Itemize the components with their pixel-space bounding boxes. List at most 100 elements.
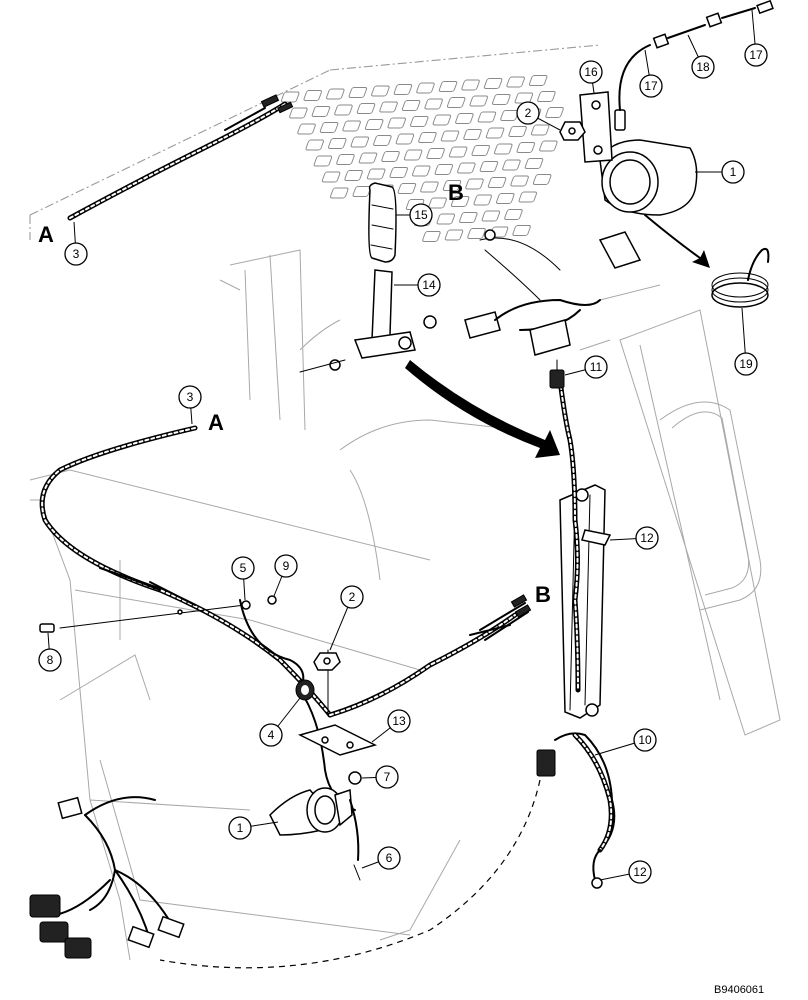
callout-circle xyxy=(721,160,745,184)
grid-square xyxy=(444,229,464,241)
grid-square xyxy=(438,81,458,92)
grid-square xyxy=(485,127,505,139)
section-label-b-top: B xyxy=(448,180,464,205)
grid-square xyxy=(524,158,544,169)
callout-number: 5 xyxy=(240,561,247,575)
grid-square xyxy=(473,194,492,206)
callout-2: 2 xyxy=(329,585,364,651)
callout-number: 4 xyxy=(268,728,275,742)
section-labels: A A B B xyxy=(38,180,551,607)
callout-number: 1 xyxy=(730,165,737,179)
grid-square xyxy=(393,84,413,95)
callout-circle xyxy=(579,60,603,84)
grid-square xyxy=(530,124,550,136)
callout-number: 7 xyxy=(384,770,391,784)
grid-square xyxy=(516,142,536,153)
grid-square xyxy=(313,155,333,167)
callout-number: 3 xyxy=(73,247,80,261)
callout-number: 1 xyxy=(237,821,244,835)
grid-square xyxy=(334,104,353,116)
grid-square xyxy=(356,103,376,114)
callout-17: 17 xyxy=(744,9,768,67)
callout-circle xyxy=(516,101,540,125)
grid-square xyxy=(330,187,349,199)
callout-1: 1 xyxy=(695,160,745,184)
callout-circle xyxy=(409,203,433,227)
callout-number: 10 xyxy=(638,733,652,747)
callout-number: 2 xyxy=(525,106,532,120)
callout-circle xyxy=(639,74,663,98)
grid-square xyxy=(328,138,347,149)
grid-square xyxy=(289,107,308,119)
callout-circle xyxy=(375,765,399,789)
grid-square xyxy=(379,101,398,113)
grid-square xyxy=(311,106,331,117)
switch-panel-grid xyxy=(280,75,564,242)
grid-square xyxy=(469,95,488,107)
grid-square xyxy=(326,88,345,100)
callout-4: 4 xyxy=(259,697,301,747)
grid-square xyxy=(537,91,556,102)
grid-square xyxy=(518,191,538,203)
grid-square xyxy=(545,107,564,118)
callout-2: 2 xyxy=(516,101,561,131)
vertical-harness-bracket xyxy=(549,359,612,719)
callout-6: 6 xyxy=(361,846,401,870)
callout-number: 11 xyxy=(590,360,603,374)
callout-circle xyxy=(691,55,715,79)
grid-square xyxy=(450,196,470,207)
grid-square xyxy=(459,212,478,223)
callout-14: 14 xyxy=(394,273,441,297)
grid-square xyxy=(483,78,503,89)
callout-number: 19 xyxy=(739,357,753,371)
grid-square xyxy=(471,145,490,156)
grid-square xyxy=(502,159,521,171)
callout-15: 15 xyxy=(396,203,433,227)
callout-circle xyxy=(259,723,283,747)
cab-frame-outline xyxy=(29,44,781,961)
grid-square xyxy=(508,126,527,137)
grid-square xyxy=(321,171,341,183)
grid-square xyxy=(477,111,497,123)
grid-square xyxy=(348,87,368,98)
grid-square xyxy=(420,181,439,193)
section-label-a-mid: A xyxy=(208,410,224,435)
callout-17: 17 xyxy=(639,49,663,98)
callout-circle xyxy=(231,556,255,580)
grid-square xyxy=(373,135,392,146)
grid-square xyxy=(397,183,417,194)
grid-square xyxy=(319,122,339,133)
grommet-4 xyxy=(295,679,315,701)
grid-square xyxy=(495,193,515,204)
callout-number: 2 xyxy=(349,590,356,604)
harness-segment-a-top xyxy=(67,94,294,221)
callout-number: 9 xyxy=(283,559,290,573)
callout-number: 14 xyxy=(422,278,436,292)
grid-square xyxy=(504,209,523,220)
callout-number: 15 xyxy=(414,208,428,222)
grid-square xyxy=(457,162,476,174)
callout-number: 12 xyxy=(640,531,654,545)
callout-8: 8 xyxy=(38,632,62,672)
callout-circle xyxy=(377,846,401,870)
callout-circle xyxy=(628,860,652,884)
callout-circle xyxy=(744,43,768,67)
callout-circle xyxy=(633,728,657,752)
callout-number: 17 xyxy=(749,48,763,62)
grid-square xyxy=(387,117,406,129)
callout-10: 10 xyxy=(594,728,657,756)
callout-9: 9 xyxy=(273,554,298,597)
grid-square xyxy=(532,174,552,185)
grid-square xyxy=(434,164,454,175)
grid-square xyxy=(440,130,460,142)
grid-square xyxy=(280,91,300,103)
grid-square xyxy=(410,116,429,127)
callout-circle xyxy=(635,526,659,550)
grid-square xyxy=(487,177,507,188)
flasher-unit xyxy=(559,91,698,216)
callout-number: 6 xyxy=(386,851,393,865)
grid-square xyxy=(465,178,484,190)
callout-3: 3 xyxy=(178,385,202,425)
figure-id: B9406061 xyxy=(714,984,764,996)
section-label-b-mid: B xyxy=(535,582,551,607)
